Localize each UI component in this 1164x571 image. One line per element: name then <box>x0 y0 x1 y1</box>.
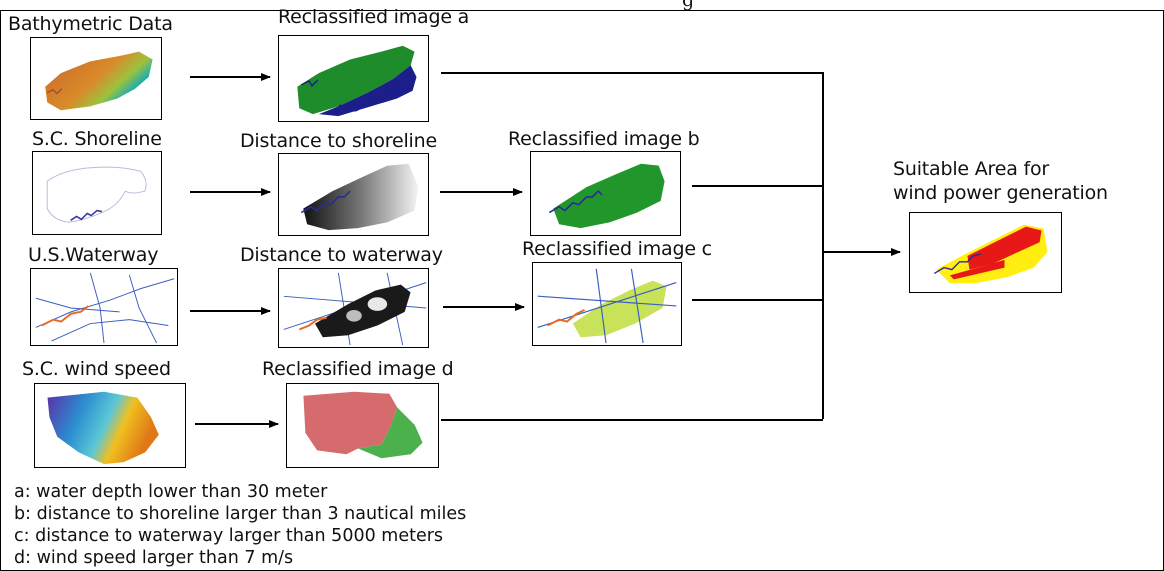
label-suitable-area-line1: Suitable Area for <box>893 158 1050 180</box>
label-reclassified-image-d: Reclassified image d <box>262 358 454 380</box>
image-reclassified-d <box>286 383 439 468</box>
image-reclassified-c <box>532 262 682 346</box>
label-reclassified-image-c: Reclassified image c <box>522 238 712 260</box>
label-sc-shoreline: S.C. Shoreline <box>32 128 162 150</box>
label-reclassified-image-b: Reclassified image b <box>508 128 700 150</box>
note-a: a: water depth lower than 30 meter <box>14 482 328 502</box>
clipped-title-fragment: g <box>682 0 695 11</box>
image-sc-shoreline <box>32 151 162 235</box>
image-sc-wind-speed <box>34 383 186 468</box>
note-c: c: distance to waterway larger than 5000… <box>14 526 444 546</box>
image-reclassified-a <box>278 35 429 122</box>
note-b: b: distance to shoreline larger than 3 n… <box>14 504 467 524</box>
image-suitable-area <box>909 212 1062 293</box>
label-reclassified-image-a: Reclassified image a <box>278 6 470 28</box>
label-bathymetric-data: Bathymetric Data <box>8 13 173 35</box>
image-distance-to-shoreline <box>278 153 429 236</box>
image-distance-to-waterway <box>278 268 429 348</box>
label-distance-to-shoreline: Distance to shoreline <box>240 130 437 152</box>
label-sc-wind-speed: S.C. wind speed <box>22 358 171 380</box>
label-us-waterway: U.S.Waterway <box>28 244 159 266</box>
image-reclassified-b <box>530 151 681 236</box>
label-suitable-area-line2: wind power generation <box>893 182 1108 204</box>
note-d: d: wind speed larger than 7 m/s <box>14 548 294 568</box>
image-us-waterway <box>30 268 178 346</box>
label-distance-to-waterway: Distance to waterway <box>240 244 443 266</box>
image-bathymetric-data <box>30 37 162 120</box>
